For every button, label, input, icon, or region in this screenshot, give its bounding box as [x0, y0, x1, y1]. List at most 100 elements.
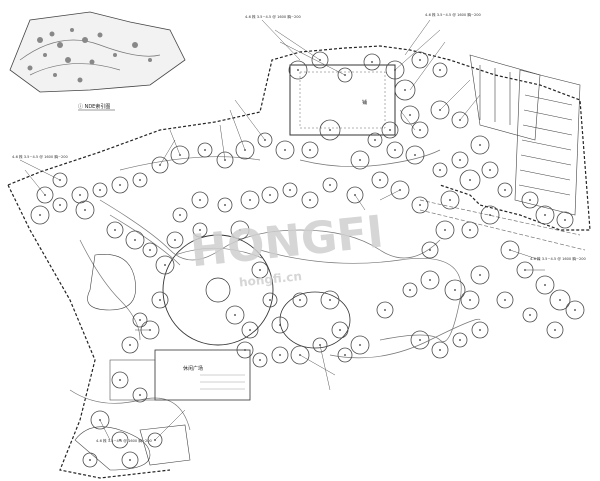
tree-center: [394, 149, 396, 151]
tree-symbol: [440, 190, 460, 210]
tree-symbol: [500, 240, 520, 260]
tree-symbol: [191, 191, 209, 209]
tree-symbol: [241, 321, 259, 339]
tree-symbol: [36, 186, 54, 204]
tree-center: [344, 354, 346, 356]
tree-symbol: [132, 312, 148, 328]
tree-symbol: [311, 51, 329, 69]
leader-line: [279, 41, 346, 76]
tree-symbol: [431, 341, 449, 359]
tree-symbol: [301, 141, 319, 159]
leader-line: [19, 159, 61, 181]
tree-symbol: [230, 220, 250, 240]
tree-center: [269, 299, 271, 301]
leader-line: [354, 194, 366, 211]
tree-center: [119, 439, 121, 441]
tree-symbol: [217, 197, 233, 213]
tree-center: [469, 179, 471, 181]
note-1: 4-6 株 3.5~4.5 @ 1600 胸~200: [245, 14, 302, 19]
tree-symbol: [322, 177, 338, 193]
leader-line: [219, 124, 226, 161]
tree-symbol: [111, 371, 129, 389]
watermark: HONGFI hongfi.cn: [188, 206, 386, 289]
tree-center: [279, 324, 281, 326]
tree-center: [174, 239, 176, 241]
tree-center: [419, 339, 421, 341]
tree-symbol: [166, 231, 184, 249]
tree-symbol: [170, 145, 190, 165]
tree-center: [139, 179, 141, 181]
walkways: [69, 149, 586, 431]
leader-line: [234, 99, 266, 141]
leader-line: [394, 29, 441, 71]
tree-center: [99, 189, 101, 191]
tree-symbol: [172, 207, 188, 223]
tree-symbol: [400, 105, 420, 125]
tree-center: [574, 309, 576, 311]
tree-center: [489, 214, 491, 216]
tree-center: [529, 314, 531, 316]
tree-symbol: [411, 196, 429, 214]
key-plan-caption: ⓘ NDE索引图: [78, 103, 110, 110]
east-buildings: [469, 54, 581, 216]
tree-center: [244, 349, 246, 351]
tree-symbol: [461, 221, 479, 239]
tree-symbol: [125, 230, 145, 250]
court-label: 休闲广场: [183, 365, 203, 372]
tree-symbol: [481, 161, 499, 179]
tree-symbol: [390, 180, 410, 200]
tree-center: [409, 289, 411, 291]
tree-symbol: [410, 330, 430, 350]
tree-symbol: [337, 347, 353, 363]
tree-center: [389, 129, 391, 131]
tree-symbol: [386, 141, 404, 159]
note-5: 4-6 株 3.5~4.5 @ 1600 胸~200: [96, 438, 153, 443]
tree-center: [149, 249, 151, 251]
tree-center: [79, 194, 81, 196]
tree-symbol: [451, 151, 469, 169]
tree-symbol: [420, 270, 440, 290]
tree-center: [339, 329, 341, 331]
tree-symbol: [235, 140, 255, 160]
tree-symbol: [271, 316, 289, 334]
circular-lawn: [162, 234, 274, 346]
tree-symbol: [75, 200, 95, 220]
tree-center: [489, 169, 491, 171]
tree-symbol: [320, 290, 340, 310]
leader-line: [154, 409, 186, 441]
tree-center: [159, 299, 161, 301]
tree-center: [179, 214, 181, 216]
tree-symbol: [111, 176, 129, 194]
tree-center: [469, 299, 471, 301]
leader-line: [261, 19, 301, 61]
tree-center: [444, 229, 446, 231]
tree-center: [419, 204, 421, 206]
tree-symbol: [251, 261, 269, 279]
tree-center: [429, 249, 431, 251]
planting-callouts: [19, 19, 545, 441]
lower-courtyard: 休闲广场: [109, 349, 251, 401]
tree-center: [384, 309, 386, 311]
tree-symbol: [71, 186, 89, 204]
note-group: 4-6 株 3.5~4.5 @ 1600 胸~200 4-6 株 3.5~4.5…: [12, 12, 587, 443]
note-3: 4-6 株 3.5~4.5 @ 1600 胸~200: [12, 154, 69, 159]
tree-symbol: [497, 182, 513, 198]
tree-center: [249, 199, 251, 201]
tree-symbol: [236, 341, 254, 359]
leader-line: [299, 354, 336, 376]
tree-center: [559, 299, 561, 301]
tree-symbol: [52, 197, 68, 213]
tree-center: [299, 299, 301, 301]
tree-center: [309, 149, 311, 151]
tree-center: [359, 159, 361, 161]
tree-center: [89, 459, 91, 461]
tree-symbol: [192, 222, 208, 238]
tree-center: [419, 59, 421, 61]
tree-symbol: [132, 387, 148, 403]
tree-symbol: [556, 211, 574, 229]
tree-symbol: [480, 205, 500, 225]
tree-symbol: [470, 135, 490, 155]
oval-lawn: [279, 291, 351, 349]
tree-symbol: [262, 292, 278, 308]
tree-center: [279, 354, 281, 356]
